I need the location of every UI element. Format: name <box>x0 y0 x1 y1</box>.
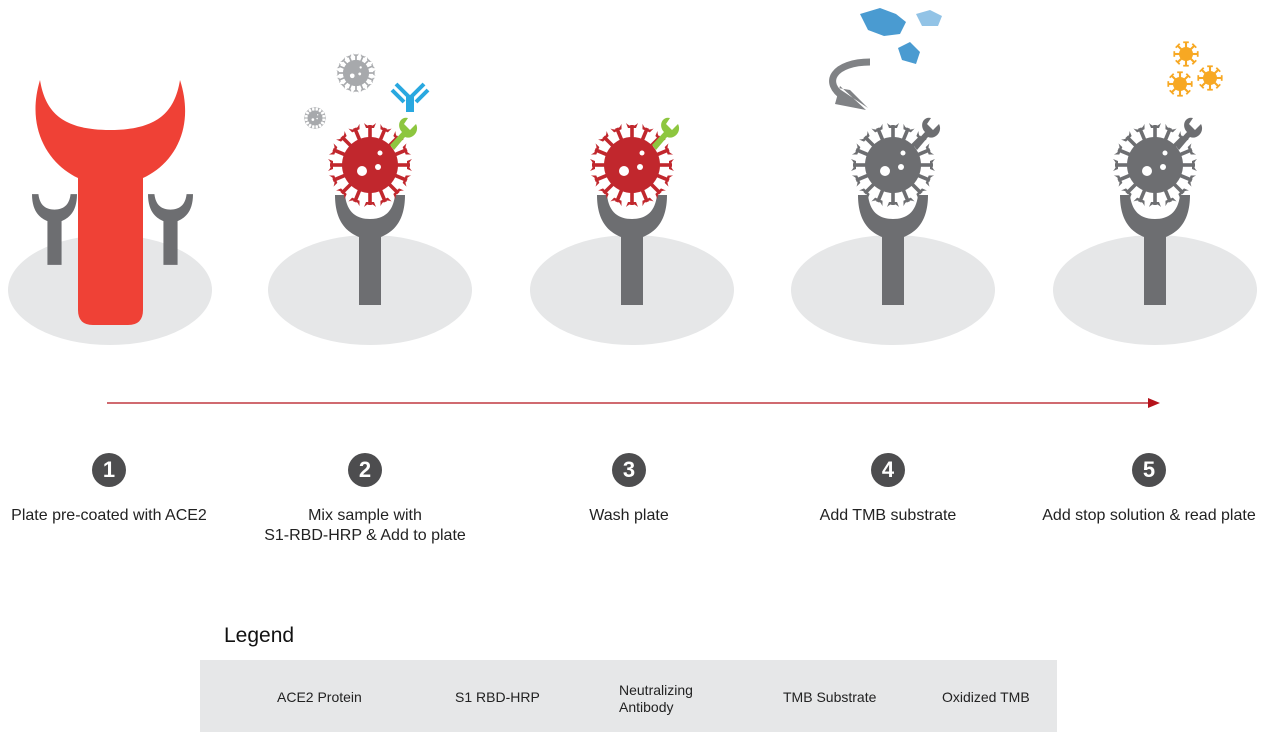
legend-label-antibody: Neutralizing Antibody <box>619 682 693 716</box>
step-1-illustration <box>32 80 193 325</box>
legend-title: Legend <box>224 624 295 647</box>
legend-label-antibody-line-2: Antibody <box>619 699 674 715</box>
step-5-illustration <box>1113 41 1223 305</box>
tmb-substrate-icon <box>860 8 906 36</box>
step-2-number: 2 <box>348 453 382 487</box>
tmb-substrate-icon <box>916 10 942 26</box>
step-1-label: Plate pre-coated with ACE2 <box>11 507 207 524</box>
step-3-label: Wash plate <box>589 507 669 524</box>
step-3-number: 3 <box>612 453 646 487</box>
oxidized-tmb-icon <box>1173 41 1199 67</box>
step-2-label-line-1: Mix sample with <box>308 507 422 524</box>
ace2-protein-large-icon <box>35 80 186 325</box>
legend-box <box>200 660 1057 732</box>
hrp-icon <box>1175 117 1203 150</box>
tmb-substrate-icon <box>898 42 920 64</box>
legend-label-antibody-line-1: Neutralizing <box>619 682 693 698</box>
step-2-label: Mix sample with S1-RBD-HRP & Add to plat… <box>235 506 495 546</box>
curved-arrow-head-icon <box>835 86 868 110</box>
virus-gray-small-icon <box>303 106 327 130</box>
step-2-illustration <box>303 53 430 305</box>
legend-label-tmb-substrate: TMB Substrate <box>783 689 877 705</box>
step-4-illustration <box>829 8 942 305</box>
hrp-icon <box>390 117 418 150</box>
oxidized-tmb-icon <box>1197 65 1223 91</box>
legend-label-oxidized-tmb: Oxidized TMB <box>942 689 1030 705</box>
hrp-icon <box>913 117 941 150</box>
legend-label-ace2: ACE2 Protein <box>277 689 362 705</box>
hrp-icon <box>652 117 680 150</box>
process-arrow <box>107 398 1160 408</box>
step-2-label-line-2: S1-RBD-HRP & Add to plate <box>264 527 466 544</box>
step-5-label: Add stop solution & read plate <box>1042 507 1256 524</box>
step-5-number: 5 <box>1132 453 1166 487</box>
legend-label-s1-rbd-hrp: S1 RBD-HRP <box>455 689 540 705</box>
step-3-illustration <box>590 117 680 305</box>
step-4-label: Add TMB substrate <box>819 507 957 524</box>
virus-gray-icon <box>336 53 376 93</box>
step-4-number: 4 <box>871 453 905 487</box>
antibody-icon <box>390 82 430 112</box>
step-1-number: 1 <box>92 453 126 487</box>
oxidized-tmb-icon <box>1167 71 1193 97</box>
